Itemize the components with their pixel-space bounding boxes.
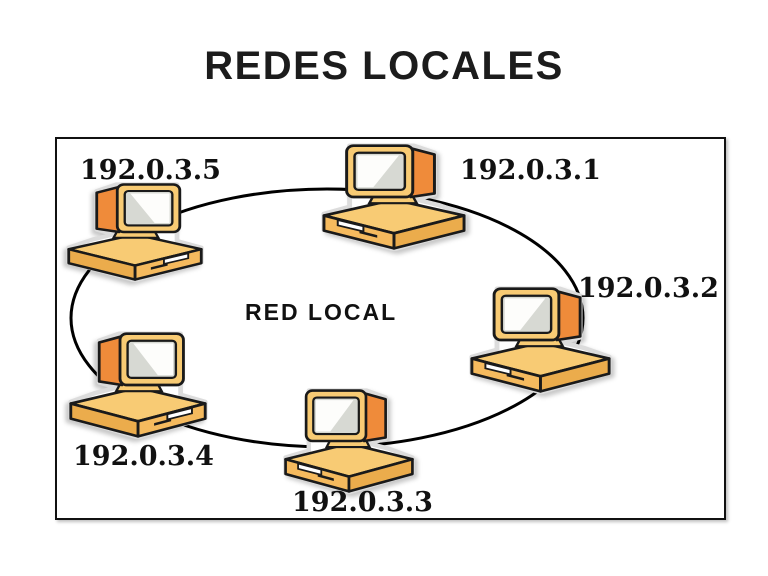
slide-title: REDES LOCALES bbox=[204, 44, 564, 88]
ip-label-node-4: 192.0.3.4 bbox=[73, 441, 214, 472]
desktop-computer-icon bbox=[65, 182, 205, 282]
network-name-label: RED LOCAL bbox=[245, 299, 398, 325]
desktop-computer-icon bbox=[67, 331, 209, 439]
computer-node-4 bbox=[67, 331, 209, 439]
desktop-computer-icon bbox=[320, 143, 468, 251]
ip-label-node-2: 192.0.3.2 bbox=[578, 273, 719, 304]
desktop-computer-icon bbox=[282, 388, 416, 494]
network-diagram-box: 192.0.3.1 192.0.3.2 192.0.3.3 192.0.3.4 … bbox=[55, 137, 726, 520]
ip-label-node-3: 192.0.3.3 bbox=[292, 487, 433, 518]
computer-node-1 bbox=[320, 143, 468, 251]
ip-label-node-1: 192.0.3.1 bbox=[460, 155, 601, 186]
computer-node-5 bbox=[65, 182, 205, 282]
ip-label-node-5: 192.0.3.5 bbox=[80, 155, 221, 186]
computer-node-3 bbox=[282, 388, 416, 494]
